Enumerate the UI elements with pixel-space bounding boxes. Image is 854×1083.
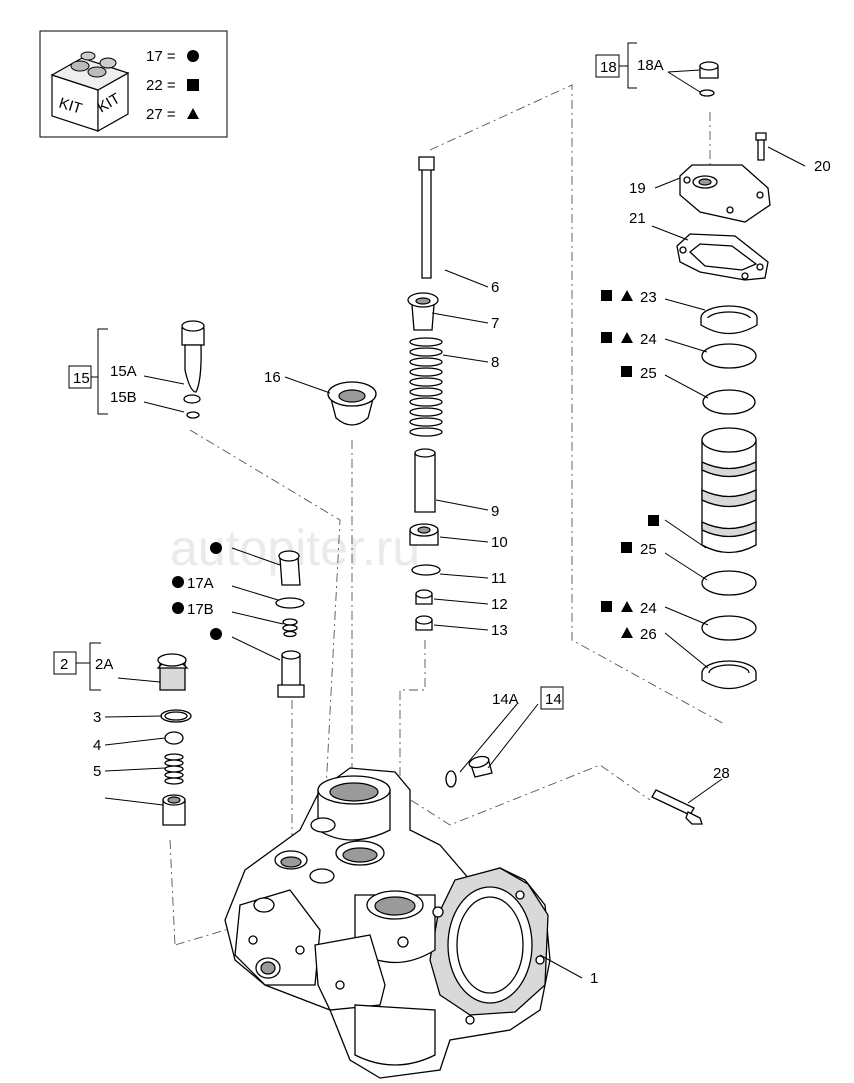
callout-17b: 17B: [187, 601, 214, 618]
callout-1: 1: [590, 970, 598, 987]
center-stack-parts: [407, 156, 443, 631]
callout-20: 20: [814, 158, 831, 175]
kit-symbol-markers: [172, 290, 659, 640]
spring-8-icon: [409, 337, 443, 437]
callout-23: 23: [640, 289, 657, 306]
callout-25: 25: [640, 365, 657, 382]
callout-11: 11: [491, 570, 507, 587]
callout-28: 28: [713, 765, 730, 782]
square-marker-icon: [601, 601, 612, 612]
callout-25b: 25: [640, 541, 657, 558]
callout-18a: 18A: [637, 57, 664, 74]
circle-marker-icon: [210, 628, 222, 640]
callout-15a: 15A: [110, 363, 137, 380]
square-symbol-icon: [187, 79, 199, 91]
square-marker-icon: [648, 515, 659, 526]
callout-17a: 17A: [187, 575, 214, 592]
relief-valve-parts: [156, 653, 192, 826]
pump-housing: [224, 767, 551, 1079]
triangle-marker-icon: [621, 290, 633, 301]
square-marker-icon: [601, 332, 612, 343]
callout-12: 12: [491, 596, 508, 613]
callout-5: 5: [93, 763, 101, 780]
callout-brackets: [53, 42, 637, 710]
kit-legend: KIT KIT 17 = 22 = 27 =: [39, 30, 228, 138]
callout-2a: 2A: [95, 656, 113, 673]
callout-box-14: [540, 686, 564, 710]
kit-label-left: KIT: [57, 95, 84, 118]
callout-19: 19: [629, 180, 646, 197]
triangle-marker-icon: [621, 627, 633, 638]
square-marker-icon: [621, 366, 632, 377]
kit-row-17-text: 17 =: [146, 48, 176, 65]
bolt-28: [651, 789, 703, 825]
circle-marker-icon: [172, 602, 184, 614]
square-marker-icon: [601, 290, 612, 301]
kit-row-27-text: 27 =: [146, 106, 176, 123]
spring-17b-icon: [282, 618, 298, 638]
circle-symbol-icon: [187, 50, 199, 62]
kit-row-22-text: 22 =: [146, 77, 176, 94]
leader-lines: [104, 69, 806, 979]
cap-16: [327, 381, 377, 426]
callout-16: 16: [264, 369, 281, 386]
callout-24: 24: [640, 331, 657, 348]
triangle-marker-icon: [621, 332, 633, 343]
callout-15: 15: [73, 370, 90, 387]
callout-8: 8: [491, 354, 499, 371]
triangle-symbol-icon: [187, 108, 199, 119]
callout-4: 4: [93, 737, 101, 754]
callout-21: 21: [629, 210, 646, 227]
callout-9: 9: [491, 503, 499, 520]
kit-box-icon: KIT KIT: [50, 51, 130, 133]
triangle-marker-icon: [621, 601, 633, 612]
callout-10: 10: [491, 534, 508, 551]
callout-14a: 14A: [492, 691, 519, 708]
callout-26: 26: [640, 626, 657, 643]
callout-6: 6: [491, 279, 499, 296]
square-marker-icon: [621, 542, 632, 553]
plug-14-parts: [445, 755, 493, 788]
callout-2: 2: [60, 656, 68, 673]
callout-18: 18: [600, 59, 617, 76]
callout-3: 3: [93, 709, 101, 726]
callout-15b: 15B: [110, 389, 137, 406]
callout-7: 7: [491, 315, 499, 332]
circle-marker-icon: [210, 542, 222, 554]
callout-24b: 24: [640, 600, 657, 617]
callout-labels: 1 2 2A 3 4 5 6 7 8 9 10 11 12 13 14 14A …: [60, 57, 831, 987]
callout-14: 14: [545, 691, 562, 708]
valve-17-parts: [275, 550, 305, 698]
callout-13: 13: [491, 622, 508, 639]
fitting-15-parts: [181, 320, 205, 419]
circle-marker-icon: [172, 576, 184, 588]
spring-4-icon: [164, 753, 184, 785]
piston-icon: [701, 427, 757, 554]
right-stack-parts: [676, 61, 771, 690]
